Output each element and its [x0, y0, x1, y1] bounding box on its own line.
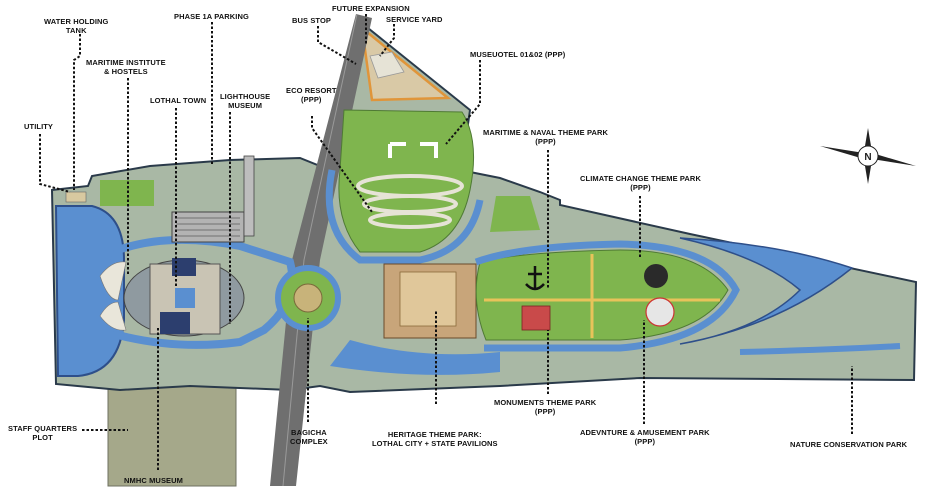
compass-rose: N: [820, 128, 916, 184]
label-monuments: MONUMENTS THEME PARK(PPP): [494, 398, 597, 416]
label-maritime-institute: MARITIME INSTITUTE& HOSTELS: [86, 58, 166, 76]
staff-quarters-plot: [107, 383, 237, 487]
label-eco-resort: ECO RESORT(PPP): [286, 86, 337, 104]
label-bus-stop: BUS STOP: [292, 16, 332, 25]
label-future-expansion: FUTURE EXPANSION: [332, 4, 410, 13]
label-climate-change: CLIMATE CHANGE THEME PARK(PPP): [580, 174, 701, 192]
lighthouse-tower: [243, 155, 255, 237]
label-phase1a-parking: PHASE 1A PARKING: [174, 12, 249, 21]
label-nmhc-museum: NMHC MUSEUM: [124, 476, 184, 485]
label-museuotel: MUSEUOTEL 01&02 (PPP): [470, 50, 566, 59]
label-utility: UTILITY: [24, 122, 54, 131]
label-maritime-naval: MARITIME & NAVAL THEME PARK(PPP): [483, 128, 609, 146]
nature-conservation-lake: [679, 237, 854, 345]
label-heritage: HERITAGE THEME PARK:LOTHAL CITY + STATE …: [372, 430, 498, 448]
service-yard-area: [360, 25, 452, 102]
label-service-yard: SERVICE YARD: [386, 15, 443, 24]
reservoir-left: [54, 205, 125, 377]
label-adventure: ADEVNTURE & AMUSEMENT PARK(PPP): [580, 428, 710, 446]
phase1a-parking: [171, 211, 245, 243]
compass-letter: N: [864, 152, 871, 163]
label-lothal-town: LOTHAL TOWN: [150, 96, 207, 105]
label-nature-conservation: NATURE CONSERVATION PARK: [790, 440, 908, 449]
